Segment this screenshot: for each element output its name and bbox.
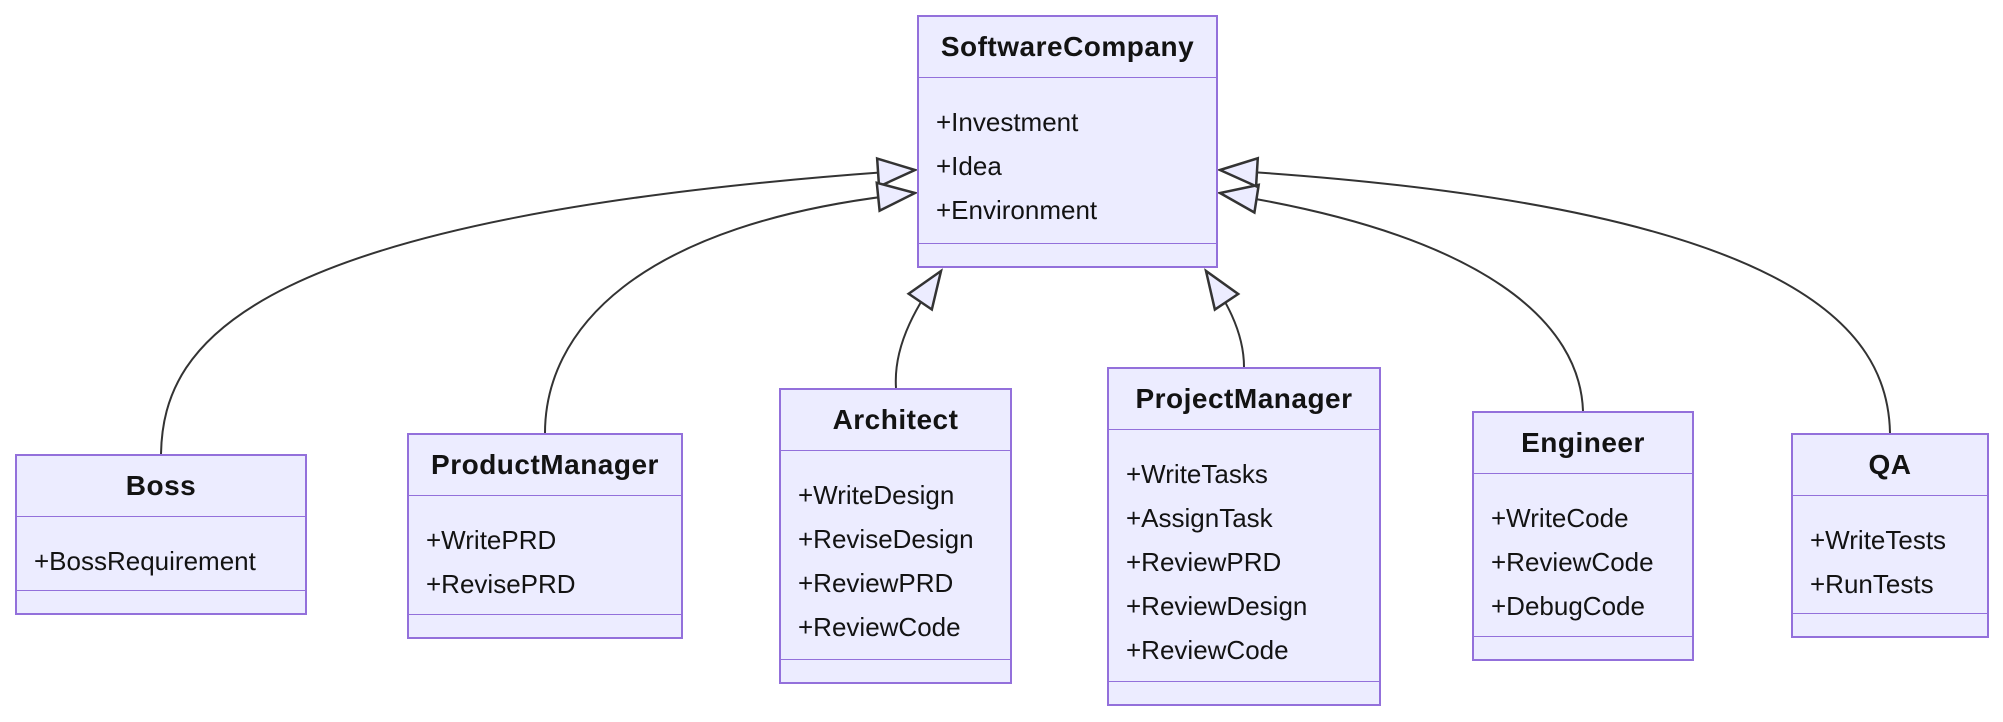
methods-compartment [1109, 682, 1379, 704]
edge-boss-inherits-softwarecompany [160, 170, 915, 455]
class-productmanager: ProductManager +WritePRD +RevisePRD [407, 433, 683, 639]
attribute: +ReviseDesign [798, 524, 974, 554]
attributes-compartment: +WriteCode +ReviewCode +DebugCode [1474, 474, 1692, 637]
attribute: +RunTests [1810, 569, 1934, 599]
edge-projectmanager-inherits-softwarecompany [1206, 271, 1245, 368]
attribute: +ReviewDesign [1126, 591, 1308, 621]
attribute: +ReviewCode [1126, 635, 1289, 665]
class-title: ProductManager [409, 435, 681, 496]
edge-engineer-inherits-softwarecompany [1220, 193, 1584, 412]
attribute: +ReviewPRD [798, 568, 954, 598]
class-title: Engineer [1474, 413, 1692, 474]
attributes-compartment: +WritePRD +RevisePRD [409, 496, 681, 615]
methods-compartment [919, 244, 1216, 266]
class-title: SoftwareCompany [919, 17, 1216, 78]
attribute: +WriteTests [1810, 525, 1947, 555]
attribute: +ReviewPRD [1126, 547, 1282, 577]
methods-compartment [17, 591, 305, 613]
attributes-compartment: +WriteDesign +ReviseDesign +ReviewPRD +R… [781, 451, 1010, 660]
attributes-compartment: +BossRequirement [17, 517, 305, 591]
edge-productmanager-inherits-softwarecompany [544, 193, 915, 434]
attribute: +WriteDesign [798, 480, 955, 510]
attribute: +RevisePRD [426, 569, 576, 599]
class-title: Architect [781, 390, 1010, 451]
attribute: +WritePRD [426, 525, 557, 555]
attribute: +Idea [936, 151, 1002, 181]
attributes-compartment: +Investment +Idea +Environment [919, 78, 1216, 244]
methods-compartment [1474, 637, 1692, 659]
methods-compartment [409, 615, 681, 637]
attributes-compartment: +WriteTasks +AssignTask +ReviewPRD +Revi… [1109, 430, 1379, 682]
methods-compartment [1793, 614, 1987, 636]
class-qa: QA +WriteTests +RunTests [1791, 433, 1989, 638]
attribute: +ReviewCode [1491, 547, 1654, 577]
class-architect: Architect +WriteDesign +ReviseDesign +Re… [779, 388, 1012, 684]
class-projectmanager: ProjectManager +WriteTasks +AssignTask +… [1107, 367, 1381, 706]
edge-architect-inherits-softwarecompany [894, 271, 941, 389]
class-engineer: Engineer +WriteCode +ReviewCode +DebugCo… [1472, 411, 1694, 661]
class-softwarecompany: SoftwareCompany +Investment +Idea +Envir… [917, 15, 1218, 268]
class-title: QA [1793, 435, 1987, 496]
class-boss: Boss +BossRequirement [15, 454, 307, 615]
attribute: +BossRequirement [34, 546, 256, 576]
attribute: +Environment [936, 195, 1098, 225]
attribute: +Investment [936, 107, 1079, 137]
methods-compartment [781, 660, 1010, 682]
attribute: +WriteCode [1491, 503, 1629, 533]
class-title: Boss [17, 456, 305, 517]
class-title: ProjectManager [1109, 369, 1379, 430]
edge-qa-inherits-softwarecompany [1220, 170, 1891, 434]
attribute: +WriteTasks [1126, 459, 1268, 489]
attributes-compartment: +WriteTests +RunTests [1793, 496, 1987, 614]
attribute: +AssignTask [1126, 503, 1273, 533]
attribute: +ReviewCode [798, 612, 961, 642]
attribute: +DebugCode [1491, 591, 1645, 621]
